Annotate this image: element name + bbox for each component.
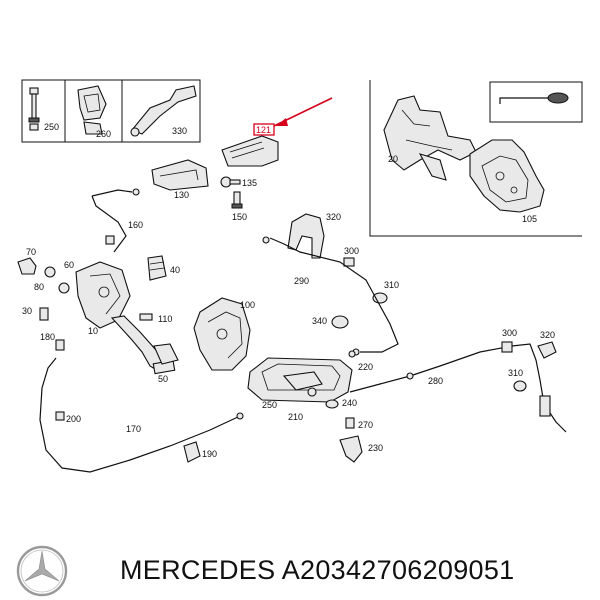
cable-160-part bbox=[91, 188, 140, 253]
bracket-130-part bbox=[151, 159, 209, 191]
bolt-135-part bbox=[220, 176, 241, 188]
label-70: 70 bbox=[26, 247, 36, 257]
part-180 bbox=[55, 339, 65, 351]
label-80: 80 bbox=[34, 282, 44, 292]
part-121-highlight bbox=[221, 97, 333, 167]
lever-330-part bbox=[130, 85, 197, 137]
cover-105-part bbox=[469, 139, 545, 213]
label-300-top: 300 bbox=[344, 246, 359, 256]
bolt-250b-part bbox=[307, 387, 317, 397]
label-260: 260 bbox=[96, 129, 111, 139]
bolt-150-part bbox=[231, 191, 243, 209]
spring-40-part bbox=[147, 255, 167, 281]
bush-310b-part bbox=[513, 380, 527, 392]
bracket-320-part bbox=[287, 213, 325, 259]
label-310-right: 310 bbox=[508, 368, 523, 378]
mercedes-star-logo-icon bbox=[16, 545, 68, 597]
part-70 bbox=[17, 257, 37, 275]
bolt-110-part bbox=[139, 313, 153, 321]
label-150: 150 bbox=[232, 212, 247, 222]
lever-230-part bbox=[339, 435, 363, 463]
label-170: 170 bbox=[126, 424, 141, 434]
pedal-30-part bbox=[153, 343, 179, 365]
label-40: 40 bbox=[170, 265, 180, 275]
part-number: A20342706209051 bbox=[281, 555, 515, 585]
label-100: 100 bbox=[240, 300, 255, 310]
label-30: 30 bbox=[22, 306, 32, 316]
bracket-260-part bbox=[77, 85, 107, 135]
label-310-top: 310 bbox=[384, 280, 399, 290]
label-210: 210 bbox=[288, 412, 303, 422]
label-10: 10 bbox=[88, 326, 98, 336]
label-60: 60 bbox=[64, 260, 74, 270]
label-50: 50 bbox=[158, 374, 168, 384]
inset-symbol-frame bbox=[489, 81, 583, 123]
label-270: 270 bbox=[358, 420, 373, 430]
inset-top-right bbox=[369, 80, 583, 237]
label-110: 110 bbox=[158, 314, 172, 324]
part-80 bbox=[58, 282, 70, 294]
part-190 bbox=[183, 441, 201, 463]
brand-name: MERCEDES bbox=[120, 555, 276, 585]
nut-300b-part bbox=[501, 341, 513, 353]
cable-220-part bbox=[348, 350, 356, 358]
label-190: 190 bbox=[202, 449, 217, 459]
clip-270-part bbox=[345, 417, 355, 429]
bush-340-part bbox=[331, 315, 349, 329]
inset-frame bbox=[21, 79, 201, 143]
part-60 bbox=[44, 266, 56, 278]
label-160: 160 bbox=[128, 220, 143, 230]
label-121: 121 bbox=[256, 125, 271, 135]
label-340: 340 bbox=[312, 316, 327, 326]
part-200 bbox=[55, 411, 65, 421]
label-280: 280 bbox=[428, 376, 443, 386]
label-300-right: 300 bbox=[502, 328, 517, 338]
label-250: 250 bbox=[44, 122, 59, 132]
label-330: 330 bbox=[172, 126, 187, 136]
label-135: 135 bbox=[242, 178, 257, 188]
inset-boxes-top-left bbox=[21, 79, 201, 143]
nut-240-part bbox=[325, 399, 339, 409]
cable-290-part bbox=[262, 236, 399, 356]
label-180: 180 bbox=[40, 332, 55, 342]
callout-labels: 250 260 330 121 20 105 130 135 150 160 3… bbox=[22, 122, 555, 459]
part-50 bbox=[39, 307, 49, 321]
bolt-250-part bbox=[28, 87, 40, 131]
label-320-top: 320 bbox=[326, 212, 341, 222]
pedal-bracket-10-part bbox=[75, 261, 176, 375]
label-250-lower: 250 bbox=[262, 400, 277, 410]
label-105: 105 bbox=[522, 214, 537, 224]
label-220: 220 bbox=[358, 362, 373, 372]
label-200: 200 bbox=[66, 414, 81, 424]
label-290: 290 bbox=[294, 276, 309, 286]
bush-310-part bbox=[372, 292, 388, 304]
parking-brake-lever-210-part bbox=[247, 357, 353, 403]
label-240: 240 bbox=[342, 398, 357, 408]
label-230: 230 bbox=[368, 443, 383, 453]
nut-300-part bbox=[343, 257, 355, 267]
label-20: 20 bbox=[388, 154, 398, 164]
footer-part-label: MERCEDES A20342706209051 bbox=[120, 555, 514, 586]
label-130: 130 bbox=[174, 190, 189, 200]
bracket-320b-part bbox=[537, 341, 557, 359]
cable-280-part bbox=[349, 343, 567, 433]
pedal-assembly-20-part bbox=[383, 95, 477, 171]
spiral-pull-handle-icon bbox=[499, 97, 548, 104]
label-320-right: 320 bbox=[540, 330, 555, 340]
cable-170-part bbox=[39, 357, 244, 473]
cover-100-part bbox=[193, 297, 251, 371]
